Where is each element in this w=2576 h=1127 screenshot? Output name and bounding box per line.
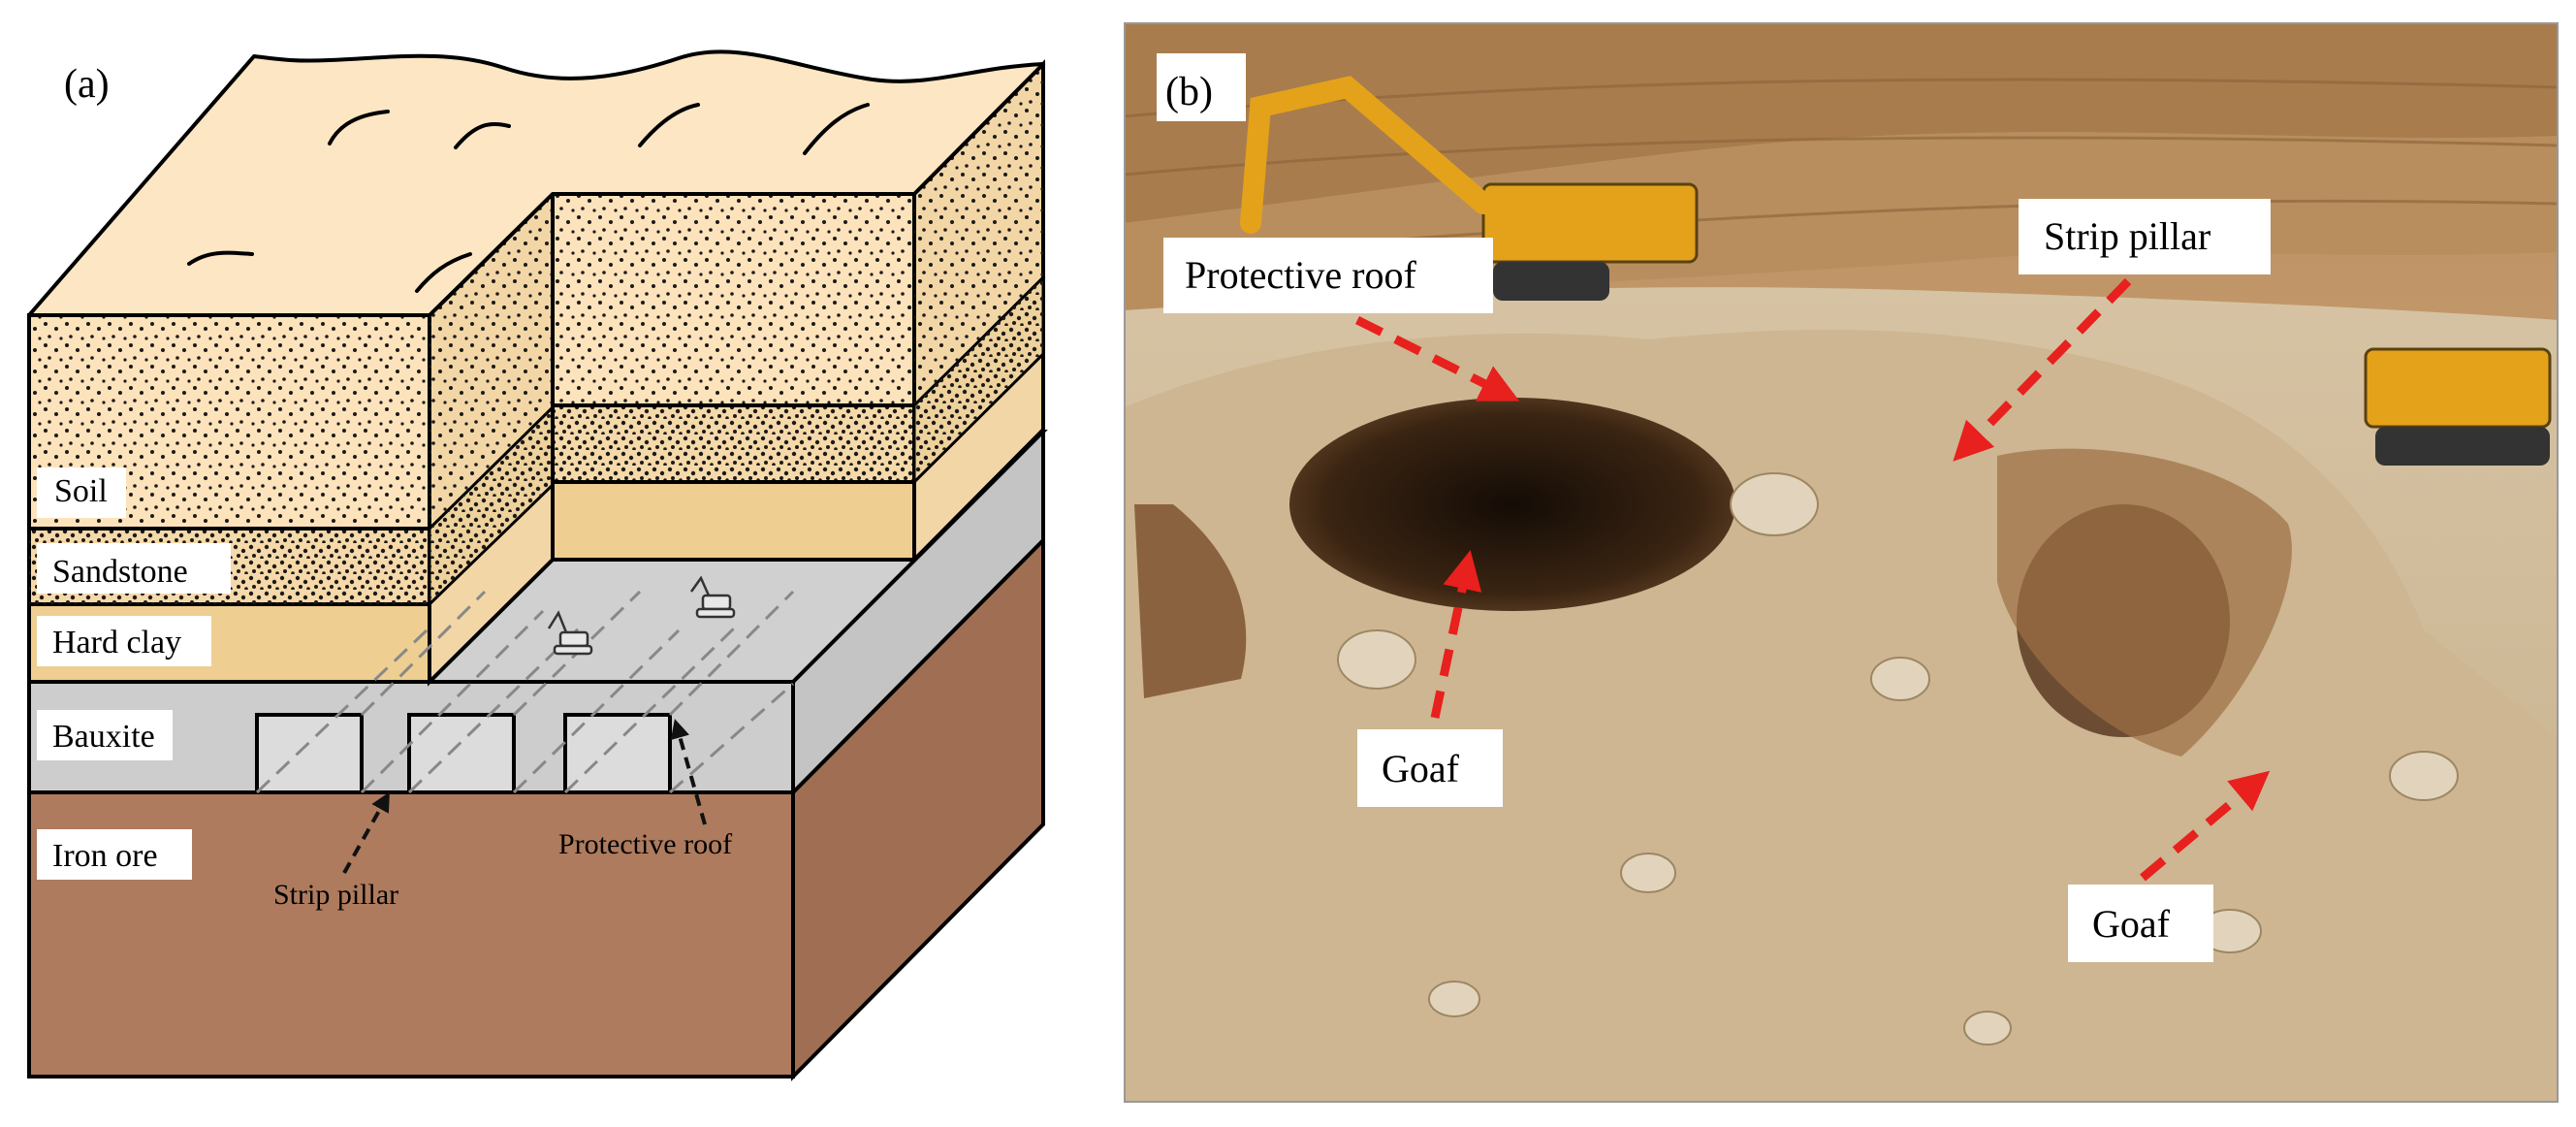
protective-roof-callout: Protective roof bbox=[1185, 253, 1416, 297]
sandstone-label: Sandstone bbox=[52, 554, 188, 590]
panel-a-tag: (a) bbox=[64, 62, 110, 107]
panel-b-photo bbox=[1125, 23, 2558, 1102]
iron-ore-label: Iron ore bbox=[52, 838, 158, 874]
strip-pillar-label: Strip pillar bbox=[273, 879, 398, 911]
protective-roof-label: Protective roof bbox=[558, 828, 732, 860]
excavator-icon bbox=[547, 610, 593, 656]
surface-marks bbox=[187, 103, 870, 293]
panel-a-block-diagram: Soil Sandstone Hard clay Bauxite Iron or… bbox=[27, 49, 1048, 1081]
strip-pillar-arrow bbox=[342, 791, 390, 874]
goaf-right-arrow-red bbox=[2140, 770, 2271, 882]
hard-clay-back-front bbox=[551, 480, 916, 562]
excavator bbox=[1240, 76, 1699, 301]
panel-b-annotations: (b) Protective roof Strip pillar Goaf Go… bbox=[1157, 53, 2271, 962]
excavator bbox=[2364, 347, 2552, 466]
mined-rooms bbox=[255, 713, 672, 794]
hard-clay-label: Hard clay bbox=[52, 625, 181, 660]
bauxite-label: Bauxite bbox=[52, 719, 155, 755]
goaf-cavity-left bbox=[1289, 398, 1735, 611]
goaf-right-callout: Goaf bbox=[2092, 902, 2171, 946]
strip-pillar-callout: Strip pillar bbox=[2044, 214, 2210, 258]
protective-roof-arrow bbox=[670, 719, 707, 825]
soil-top-surface bbox=[27, 49, 1045, 317]
goaf-left-callout: Goaf bbox=[1382, 747, 1460, 790]
protective-roof-arrow-red bbox=[1354, 315, 1520, 402]
panel-b-tag: (b) bbox=[1165, 70, 1213, 114]
goaf-left-arrow-red bbox=[1430, 550, 1482, 719]
excavator-icon bbox=[689, 575, 736, 619]
soil-label: Soil bbox=[54, 473, 108, 509]
layer-labels: Soil Sandstone Hard clay Bauxite Iron or… bbox=[37, 467, 231, 880]
